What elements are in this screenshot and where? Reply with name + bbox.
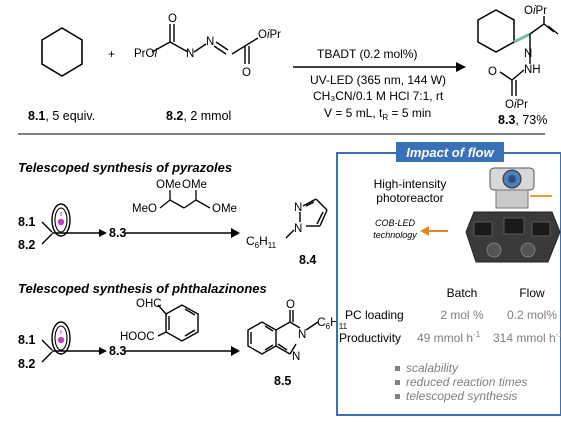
intermediate-8-3: 8.3 — [109, 344, 126, 358]
benefit-item: reduced reaction times — [406, 375, 527, 389]
ome-1: OMe — [156, 179, 181, 191]
product-n: N — [524, 48, 532, 60]
condition-catalyst: TBADT (0.2 mol%) — [317, 47, 417, 61]
cyclohexane-ring — [41, 27, 83, 77]
arrow-head — [456, 62, 466, 72]
hexyl-substituent: C6H11 — [246, 234, 277, 250]
pyrazole-n1: N — [294, 223, 302, 235]
formylbenzoic-acid-structure — [157, 304, 199, 342]
arrow-head — [420, 226, 429, 236]
merge-line — [41, 233, 53, 245]
coil-reactor-icon — [51, 203, 71, 237]
ohc-group: OHC — [136, 298, 162, 310]
impact-title-bar — [396, 142, 504, 162]
pyrazoles-title: Telescoped synthesis of pyrazoles — [18, 160, 232, 175]
input-8-2: 8.2 — [18, 238, 35, 252]
bullet-marker — [395, 394, 400, 399]
col-header-batch: Batch — [447, 286, 478, 300]
reagent-8-1-label: 8.1, 5 equiv. — [28, 109, 95, 123]
batch-productivity: 49 mmol h-1 — [417, 330, 481, 345]
coil-reactor-icon — [51, 321, 71, 355]
hooc-group: HOOC — [120, 331, 155, 343]
meo: MeO — [132, 203, 157, 215]
flow-productivity: 314 mmol h-1 — [493, 330, 561, 345]
intermediate-8-3: 8.3 — [109, 226, 126, 240]
flow-pc-loading: 0.2 mol% — [507, 308, 557, 322]
input-8-1: 8.1 — [18, 333, 35, 347]
merge-line — [41, 351, 53, 363]
phthalazinone-n3: N — [292, 351, 300, 363]
product-oipr-top: OiPr — [524, 5, 547, 17]
benefit-item: scalability — [406, 361, 459, 375]
row-label-productivity: Productivity — [339, 331, 401, 345]
row-label-pc-loading: PC loading — [345, 308, 404, 322]
merge-line — [41, 221, 53, 233]
product-hydrazine-chain — [499, 16, 559, 96]
phthalazinones-title: Telescoped synthesis of phthalazinones — [18, 281, 267, 296]
input-8-2: 8.2 — [18, 357, 35, 371]
product-carbonyl-o: O — [488, 66, 497, 78]
photoreactor-label-1: High-intensity — [374, 177, 447, 191]
input-8-1: 8.1 — [18, 215, 35, 229]
ome-2: OMe — [182, 179, 207, 191]
carbonyl-o-2: O — [242, 67, 251, 79]
reagent-8-2-label: 8.2, 2 mmol — [166, 109, 231, 123]
arrow-head — [231, 228, 240, 238]
product-8-3-label: 8.3, 73% — [498, 113, 547, 127]
benefit-item: telescoped synthesis — [406, 389, 517, 403]
new-c-n-bond — [513, 32, 531, 44]
benefit-list: scalability reduced reaction times teles… — [395, 361, 527, 403]
product-oipr-bottom: OiPr — [505, 99, 528, 111]
compound-number: 8.1 — [28, 109, 45, 123]
phthalazinone-o: O — [286, 299, 295, 311]
phthalazinone-ring — [247, 310, 319, 355]
col-header-flow: Flow — [519, 286, 545, 300]
arrow-head — [231, 346, 240, 356]
diad-n-2: N — [206, 36, 214, 48]
hexyl-substituent: C6H11 — [317, 315, 348, 331]
n-alkyl-bond — [285, 229, 295, 239]
bullet-marker — [395, 366, 400, 371]
condition-solvent: CH₃CN/0.1 M HCl 7:1, rt — [313, 89, 444, 103]
product-8-4: 8.4 — [299, 253, 316, 267]
diad-structure — [151, 24, 259, 64]
diad-n-1: N — [186, 48, 194, 60]
pyrazole-n2: N — [294, 202, 302, 214]
product-nh: NH — [524, 64, 541, 76]
batch-pc-loading: 2 mol % — [440, 308, 484, 322]
product-8-5: 8.5 — [274, 374, 291, 388]
ome-3: OMe — [212, 203, 237, 215]
carbonyl-o-1: O — [168, 13, 177, 25]
condition-volume-time: V = 5 mL, tR = 5 min — [324, 106, 431, 122]
cob-led-label-2: technology — [373, 230, 417, 240]
bullet-marker — [395, 380, 400, 385]
arrow-head — [99, 347, 107, 355]
product-cyclohexyl-ring — [477, 9, 515, 53]
diad-right-ester: OiPr — [258, 29, 281, 41]
compound-amount: , 5 equiv. — [45, 109, 95, 123]
arrow-head — [99, 229, 107, 237]
diad-left-ester: PrOi — [134, 48, 157, 60]
phthalazinone-n2: N — [298, 329, 306, 341]
cob-led-label-1: COB-LED — [375, 218, 416, 228]
photoreactor-image — [465, 167, 561, 263]
merge-line — [41, 339, 53, 351]
impact-title: Impact of flow — [406, 145, 494, 160]
tetramethoxypropane-structure — [159, 190, 211, 209]
pyrazole-ring — [299, 198, 328, 227]
photoreactor-label-2: photoreactor — [376, 191, 443, 205]
plus-sign: + — [108, 47, 115, 61]
condition-light: UV-LED (365 nm, 144 W) — [310, 73, 446, 87]
